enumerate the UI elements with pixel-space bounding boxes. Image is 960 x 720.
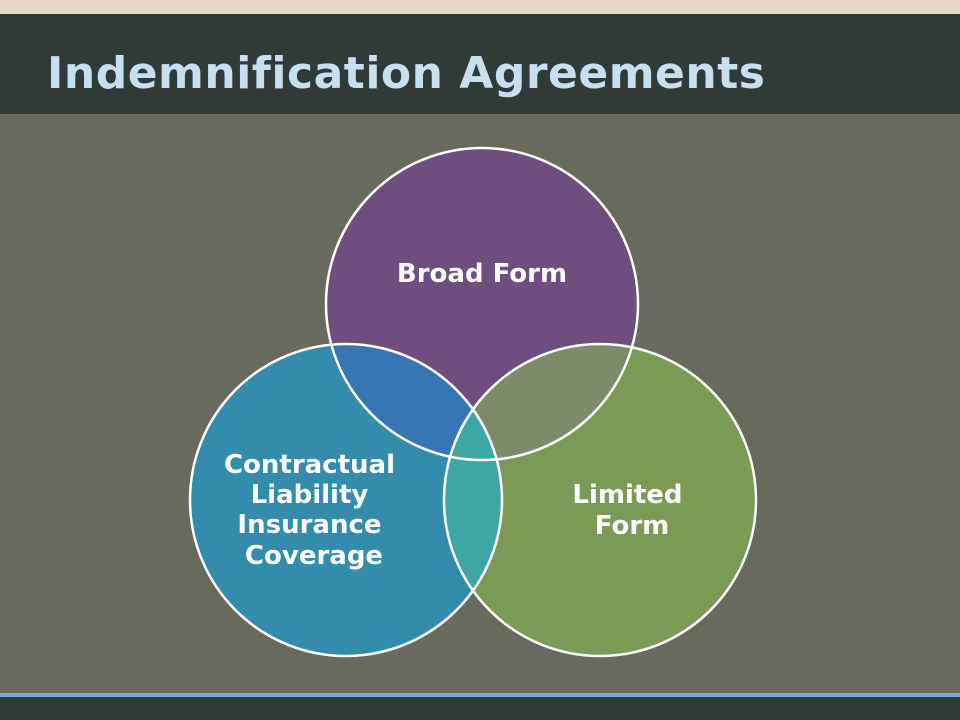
contractual-label: Contractual Liability Insurance Coverage bbox=[224, 450, 404, 571]
contractual-outline bbox=[188, 342, 504, 658]
slide-title: Indemnification Agreements bbox=[47, 48, 766, 99]
limited-form-outline bbox=[442, 342, 758, 658]
limited-form-label: Limited Form bbox=[572, 480, 691, 541]
title-bar: Indemnification Agreements bbox=[0, 14, 960, 114]
overlap-broad-limited bbox=[444, 344, 638, 460]
broad-form-label: Broad Form bbox=[397, 259, 567, 289]
broad-form-outline bbox=[324, 146, 640, 462]
footer-bar bbox=[0, 697, 960, 720]
overlap-broad-contractual bbox=[326, 344, 502, 460]
top-accent-strip bbox=[0, 0, 960, 14]
footer-rule bbox=[0, 693, 960, 697]
